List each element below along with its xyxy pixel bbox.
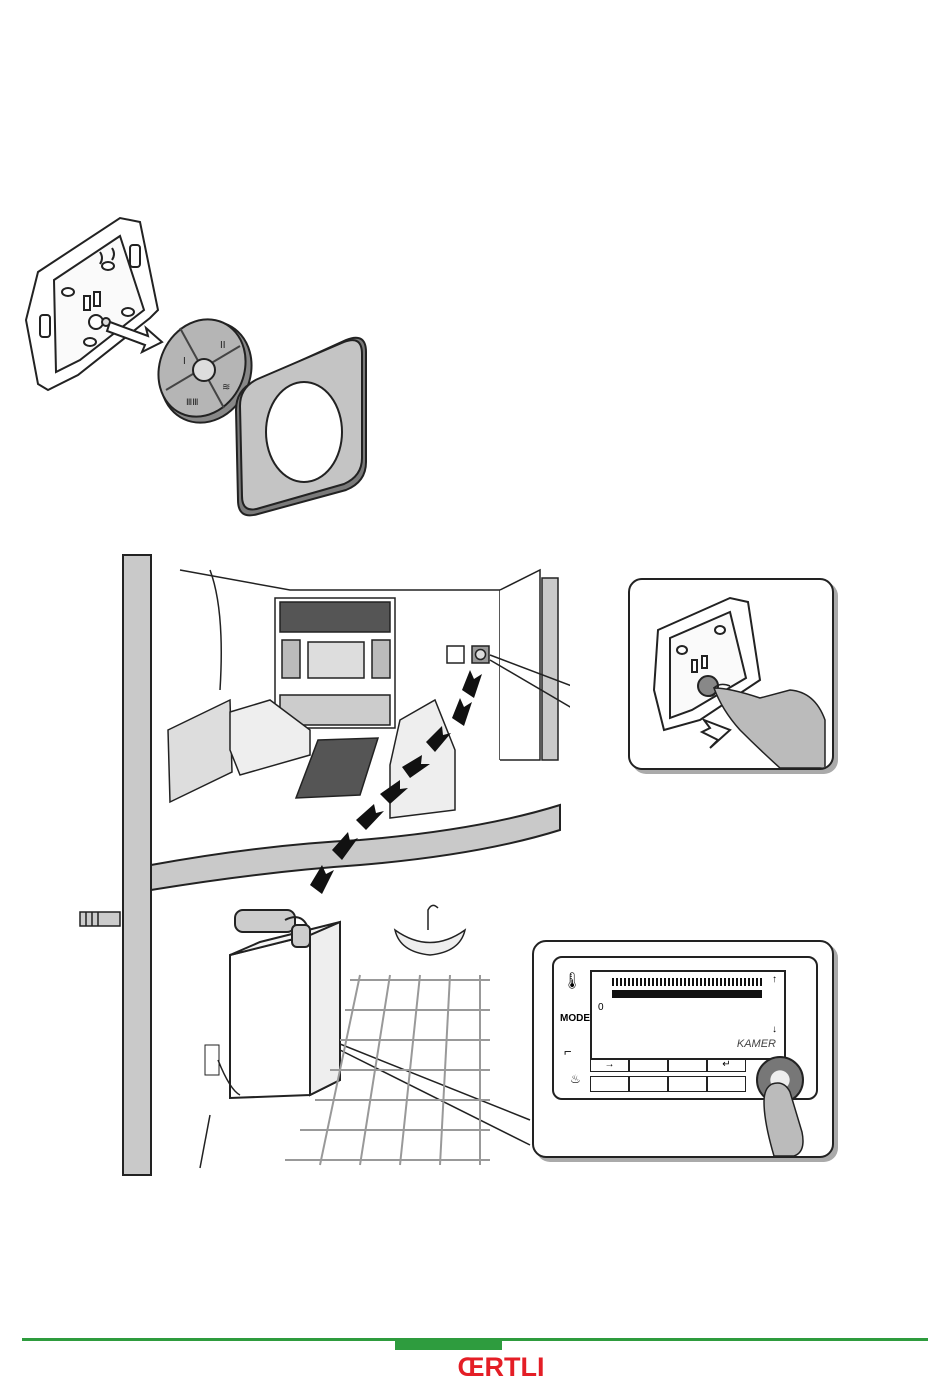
outlet-icon	[205, 1045, 219, 1075]
softkey-3[interactable]	[668, 1058, 707, 1072]
softkey-arrow[interactable]: →	[590, 1058, 629, 1072]
hand-icon	[754, 1082, 832, 1156]
outlet-icon	[447, 646, 464, 663]
softkey-2[interactable]	[629, 1058, 668, 1072]
faucet-icon[interactable]: ♨	[570, 1072, 581, 1086]
button-1[interactable]	[590, 1076, 629, 1092]
receiver-base-plate	[26, 218, 158, 390]
soft-key-buttons	[590, 1076, 746, 1092]
brand-logo: ŒRTLI	[446, 1352, 556, 1382]
lcd-mode-indicator: 0	[598, 1002, 604, 1013]
receiver-remote-illustration: I II ⅢⅢ ≋	[0, 200, 400, 530]
soft-key-row: → ↵	[590, 1058, 746, 1072]
wall-frame	[236, 338, 366, 516]
lcd-text: KAMER	[737, 1038, 776, 1050]
mode-button[interactable]: MODE	[560, 1013, 590, 1024]
lcd-selection-bar	[612, 990, 762, 998]
remote-symbol-3: ⅢⅢ	[186, 397, 198, 407]
thermostat-icon[interactable]: 🌡︎	[562, 974, 582, 990]
softkey-return[interactable]: ↵	[707, 1058, 746, 1072]
floor-slab	[151, 805, 560, 890]
lcd-screen: ↑ 0 ↓ KAMER	[590, 970, 786, 1060]
lcd-hatch-bar	[612, 978, 762, 986]
button-3[interactable]	[668, 1076, 707, 1092]
boiler	[230, 910, 340, 1098]
receiver-inset	[628, 578, 834, 770]
lcd-arrow-down: ↓	[772, 1024, 777, 1035]
lcd-arrow-up: ↑	[772, 974, 777, 985]
remote-symbol-4: ≋	[222, 382, 230, 393]
gas-pipe	[80, 912, 120, 926]
button-4[interactable]	[707, 1076, 746, 1092]
hand-icon	[714, 684, 825, 768]
button-2[interactable]	[629, 1076, 668, 1092]
control-panel: 🌡︎ MODE ⌐ ♨ ↑ 0 ↓ KAMER → ↵	[552, 956, 818, 1100]
outer-wall	[123, 555, 151, 1175]
controller-inset: 🌡︎ MODE ⌐ ♨ ↑ 0 ↓ KAMER → ↵	[532, 940, 834, 1158]
remote-symbol-2: II	[220, 340, 226, 351]
remote-symbol-1: I	[183, 356, 186, 367]
living-room	[168, 570, 558, 818]
footer-tab	[395, 1341, 502, 1350]
arrow-icon	[702, 720, 730, 748]
house-illustration	[60, 550, 570, 1180]
faucet-icon	[395, 905, 465, 955]
tap-icon[interactable]: ⌐	[564, 1044, 572, 1059]
